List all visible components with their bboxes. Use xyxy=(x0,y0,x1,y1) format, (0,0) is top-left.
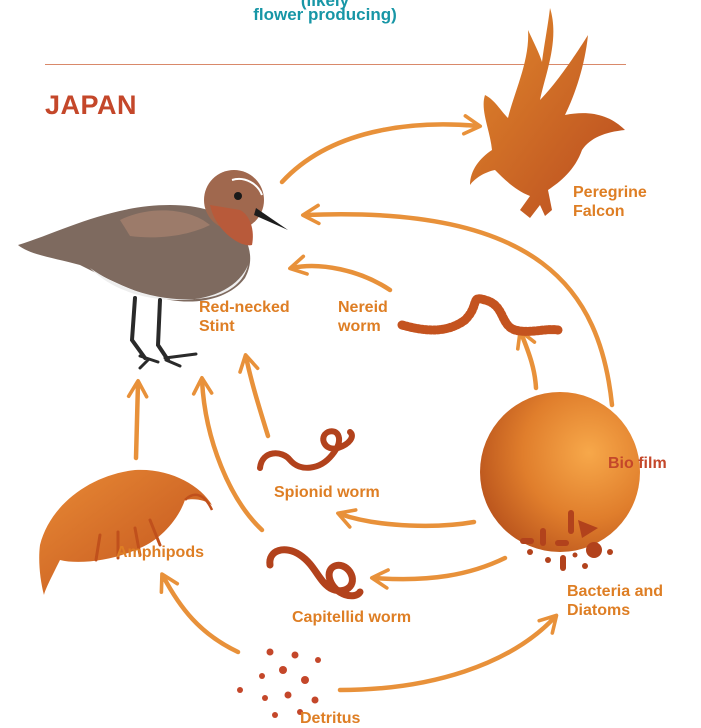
detritus-label: Detritus xyxy=(300,709,360,728)
nereid-label-line2: worm xyxy=(338,317,388,336)
red-necked-stint-illustration xyxy=(18,170,288,368)
stint-label-line1: Red-necked xyxy=(199,298,290,317)
capitellid-worm-illustration xyxy=(270,550,360,596)
arrow-spionid-to-stint xyxy=(246,357,268,436)
spionid-worm-illustration xyxy=(260,431,352,468)
amphipod-illustration xyxy=(39,470,212,595)
arrow-biofilm-to-capitellid xyxy=(374,558,505,579)
arrow-biofilm-to-spionid xyxy=(340,514,474,526)
falcon-label-line2: Falcon xyxy=(573,202,647,221)
nereid-worm-illustration xyxy=(402,299,558,332)
falcon-label-line1: Peregrine xyxy=(573,183,647,202)
capitellid-label: Capitellid worm xyxy=(292,608,411,627)
stint-label-line2: Stint xyxy=(199,317,290,336)
spionid-label: Spionid worm xyxy=(274,483,380,502)
nereid-label: Nereid worm xyxy=(338,298,388,336)
bacteria-label: Bacteria and Diatoms xyxy=(567,582,663,620)
detritus-particles xyxy=(237,649,321,719)
biofilm-label: Bio film xyxy=(608,455,667,473)
bacteria-label-line1: Bacteria and xyxy=(567,582,663,601)
bacteria-label-line2: Diatoms xyxy=(567,601,663,620)
amphipods-label: Amphipods xyxy=(116,543,204,562)
arrow-detritus-to-bacteria xyxy=(340,617,555,690)
arrow-nereid-to-stint xyxy=(292,266,390,290)
stint-label: Red-necked Stint xyxy=(199,298,290,336)
arrow-stint-to-falcon xyxy=(282,124,478,182)
arrow-biofilm-to-nereid xyxy=(521,333,536,388)
arrow-amphipods-to-stint xyxy=(136,383,138,458)
nereid-label-line1: Nereid xyxy=(338,298,388,317)
arrow-detritus-to-amphipods xyxy=(163,576,238,652)
falcon-label: Peregrine Falcon xyxy=(573,183,647,221)
